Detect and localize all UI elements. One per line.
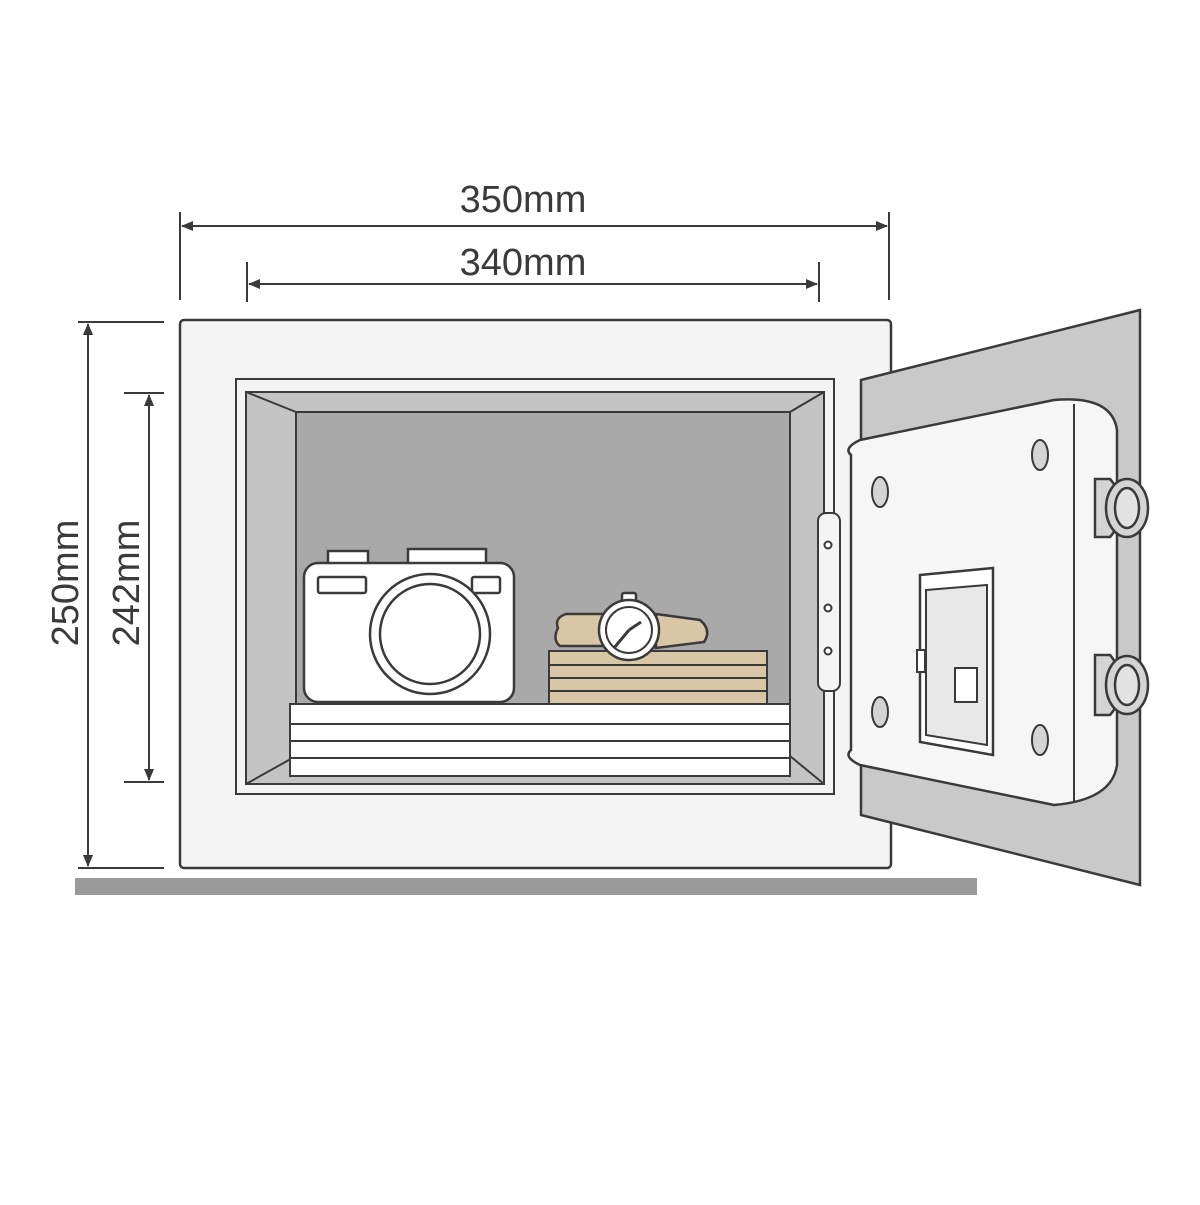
bolt-icon (1093, 477, 1150, 717)
screw-icon (871, 696, 889, 728)
inner-height-label: 242mm (106, 520, 148, 647)
door-screws (871, 439, 1049, 756)
watch-icon (554, 591, 709, 662)
height-dimensions (78, 321, 164, 869)
hinge-icon (817, 512, 841, 692)
jewelry-boxes (548, 650, 768, 705)
keypad-icon (916, 566, 995, 757)
screw-icon (1031, 439, 1049, 471)
screw-icon (871, 476, 889, 508)
outer-height-label: 250mm (45, 520, 87, 647)
inner-width-label: 340mm (460, 242, 587, 284)
floor-bar (75, 878, 977, 895)
width-dimensions (179, 212, 890, 302)
documents-stack (289, 703, 791, 777)
outer-width-label: 350mm (460, 179, 587, 221)
camera-icon (302, 547, 516, 704)
screw-icon (1031, 724, 1049, 756)
